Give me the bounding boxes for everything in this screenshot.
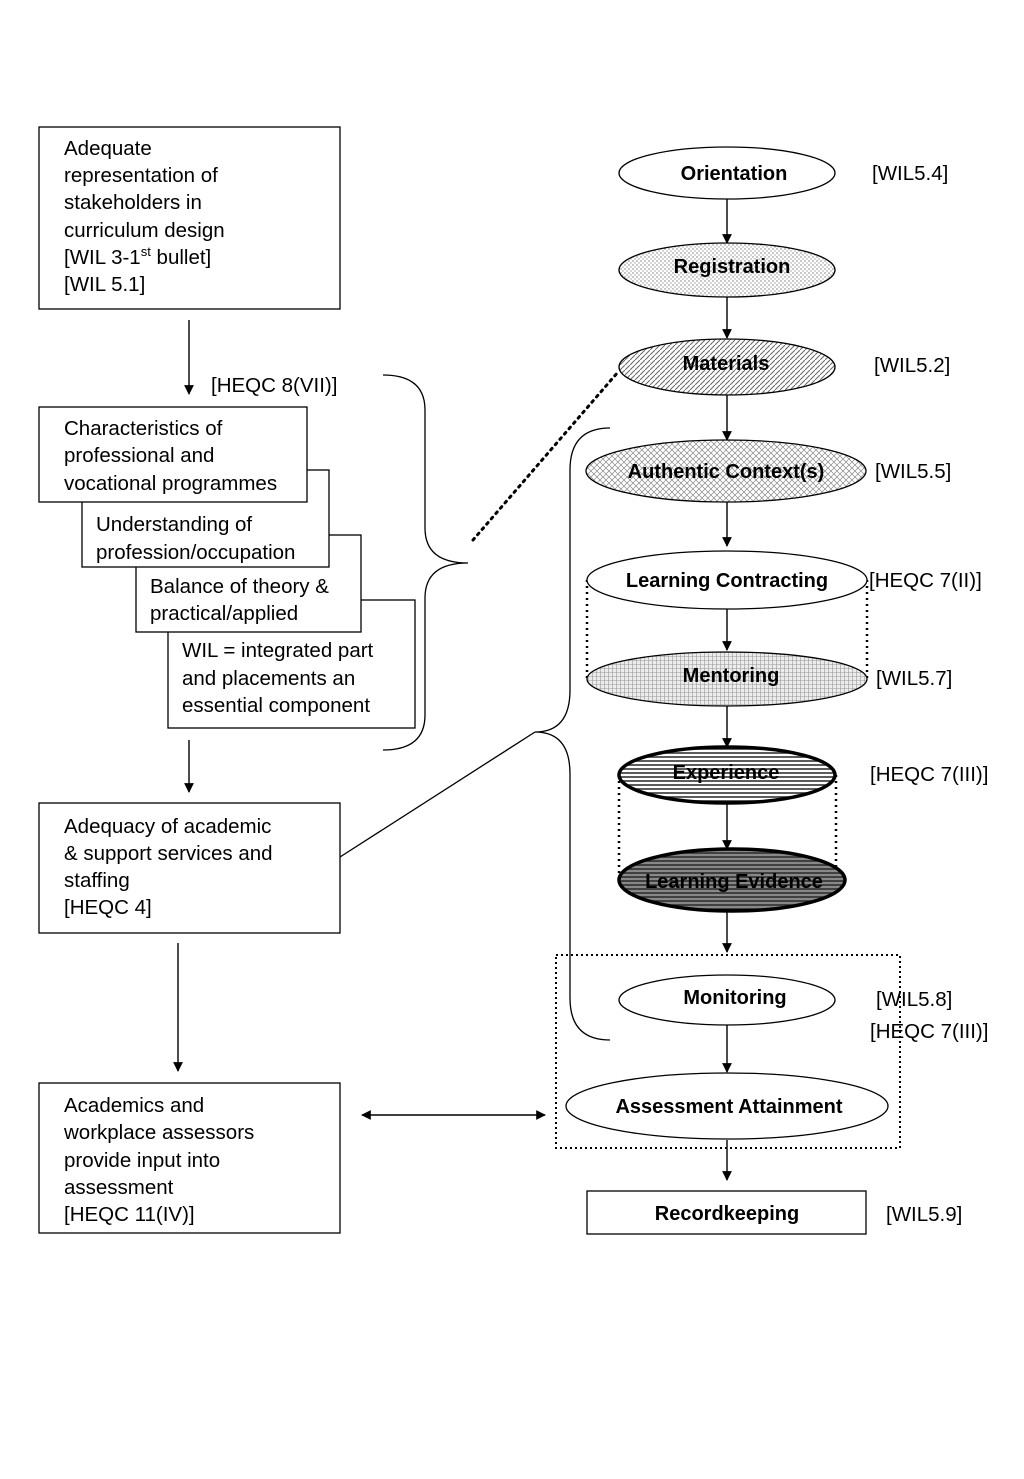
heqc-8-label: [HEQC 8(VII)]	[211, 374, 337, 397]
stakeholders-box: Adequate representation of stakeholders …	[38, 126, 341, 310]
academics-line-4: assessment	[64, 1176, 174, 1199]
left-curly-brace	[382, 374, 469, 751]
characteristics-line-3: vocational programmes	[64, 472, 277, 495]
ref-materials: [WIL5.2]	[874, 354, 950, 377]
node-contracting-label: Learning Contracting	[626, 570, 828, 592]
balance-line-2: practical/applied	[150, 602, 298, 625]
node-learning-contracting: Learning Contracting	[586, 550, 868, 610]
ref-contracting: [HEQC 7(II)]	[869, 569, 982, 592]
node-assessment-attainment: Assessment Attainment	[565, 1072, 889, 1140]
connector-adequacy-to-brace	[339, 731, 536, 858]
right-curly-brace	[534, 427, 611, 1041]
node-evidence-label: Learning Evidence	[645, 871, 823, 893]
stakeholders-line-6: [WIL 5.1]	[64, 273, 145, 296]
ref-monitoring-wil: [WIL5.8]	[876, 988, 952, 1011]
academics-line-1: Academics and	[64, 1094, 204, 1117]
wil-line-3: essential component	[182, 694, 370, 717]
node-registration: Registration	[618, 242, 836, 298]
stakeholders-line-1: Adequate	[64, 137, 152, 160]
ref-orientation: [WIL5.4]	[872, 162, 948, 185]
adequacy-box: Adequacy of academic & support services …	[38, 802, 341, 934]
ref-mentoring: [WIL5.7]	[876, 667, 952, 690]
adequacy-line-4: [HEQC 4]	[64, 896, 152, 919]
characteristics-line-1: Characteristics of	[64, 417, 223, 440]
node-experience: Experience	[617, 745, 837, 805]
dotted-connector-materials	[471, 370, 620, 542]
ref-experience: [HEQC 7(III)]	[870, 763, 988, 786]
node-orientation-label: Orientation	[681, 163, 788, 185]
stakeholders-line-3: stakeholders in	[64, 191, 202, 214]
ref-monitoring-heqc: [HEQC 7(III)]	[870, 1020, 988, 1043]
stakeholders-line-4: curriculum design	[64, 219, 225, 242]
node-recordkeeping: Recordkeeping	[586, 1190, 867, 1235]
node-authentic-context: Authentic Context(s)	[585, 439, 867, 503]
node-experience-label: Experience	[673, 762, 780, 784]
academics-box: Academics and workplace assessors provid…	[38, 1082, 341, 1234]
wil-line-2: and placements an	[182, 667, 355, 690]
node-learning-evidence: Learning Evidence	[617, 847, 847, 913]
node-monitoring-label: Monitoring	[683, 987, 786, 1009]
adequacy-line-3: staffing	[64, 869, 130, 892]
understanding-line-2: profession/occupation	[96, 541, 295, 564]
node-orientation: Orientation	[618, 146, 836, 200]
dotted-group-assessment	[555, 954, 901, 1149]
ref-authentic: [WIL5.5]	[875, 460, 951, 483]
adequacy-line-2: & support services and	[64, 842, 273, 865]
stakeholders-line-5: [WIL 3-1st bullet]	[64, 244, 211, 269]
node-materials-label: Materials	[683, 353, 770, 375]
academics-line-3: provide input into	[64, 1149, 220, 1172]
wil-line-1: WIL = integrated part	[182, 639, 374, 662]
node-monitoring: Monitoring	[618, 974, 836, 1026]
node-mentoring-label: Mentoring	[683, 665, 780, 687]
ref-recordkeeping: [WIL5.9]	[886, 1203, 962, 1226]
characteristics-box: Characteristics of professional and voca…	[38, 406, 308, 503]
node-registration-label: Registration	[674, 256, 791, 278]
node-recordkeeping-label: Recordkeeping	[655, 1203, 799, 1225]
balance-line-1: Balance of theory &	[150, 575, 329, 598]
node-authentic-label: Authentic Context(s)	[628, 461, 825, 483]
node-mentoring: Mentoring	[586, 651, 868, 707]
adequacy-line-1: Adequacy of academic	[64, 815, 271, 838]
academics-line-2: workplace assessors	[63, 1121, 254, 1144]
characteristics-line-2: professional and	[64, 444, 214, 467]
node-materials: Materials	[618, 338, 836, 396]
understanding-line-1: Understanding of	[96, 513, 252, 536]
node-assessment-label: Assessment Attainment	[615, 1096, 842, 1118]
academics-line-5: [HEQC 11(IV)]	[64, 1203, 195, 1226]
stakeholders-line-2: representation of	[64, 164, 218, 187]
